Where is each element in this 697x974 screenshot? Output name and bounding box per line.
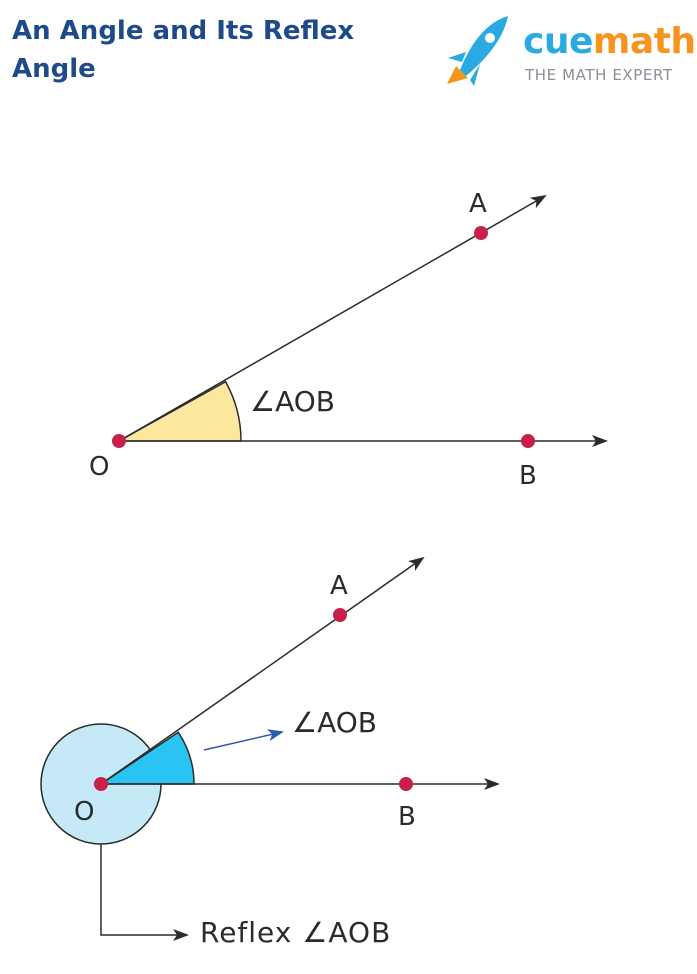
label-b: B bbox=[519, 461, 537, 491]
point-o bbox=[112, 434, 126, 448]
ray-oa bbox=[118, 195, 547, 442]
diagram-1: A B O ∠AOB bbox=[89, 189, 608, 491]
point-b bbox=[521, 434, 535, 448]
label-a: A bbox=[469, 189, 487, 219]
logo-math: math bbox=[592, 21, 696, 62]
diagram-2: A B O ∠AOB Reflex ∠AOB bbox=[40, 556, 500, 949]
rocket-icon bbox=[447, 16, 508, 86]
point-a bbox=[333, 608, 347, 622]
angle-label: ∠AOB bbox=[250, 385, 335, 418]
ray-oa bbox=[100, 556, 425, 785]
point-b bbox=[399, 777, 413, 791]
point-a bbox=[474, 226, 488, 240]
angle-label: ∠AOB bbox=[292, 706, 377, 739]
label-o: O bbox=[89, 452, 109, 482]
point-o bbox=[94, 777, 108, 791]
title-line-2: Angle bbox=[12, 54, 96, 84]
label-o: O bbox=[74, 797, 94, 827]
reflex-angle-label: Reflex ∠AOB bbox=[200, 916, 391, 949]
logo-wordmark: cuemath bbox=[523, 22, 696, 62]
title-line-1: An Angle and Its Reflex bbox=[12, 16, 355, 46]
logo-cue: cue bbox=[523, 21, 593, 62]
page-title: An Angle and Its Reflex Angle bbox=[12, 12, 354, 88]
logo-tagline: THE MATH EXPERT bbox=[525, 66, 673, 84]
label-a: A bbox=[330, 571, 348, 601]
angle-aob-sector bbox=[116, 380, 242, 442]
reflex-pointer-arrow bbox=[100, 844, 189, 941]
label-b: B bbox=[398, 802, 416, 832]
angle-pointer-arrow bbox=[203, 729, 284, 751]
